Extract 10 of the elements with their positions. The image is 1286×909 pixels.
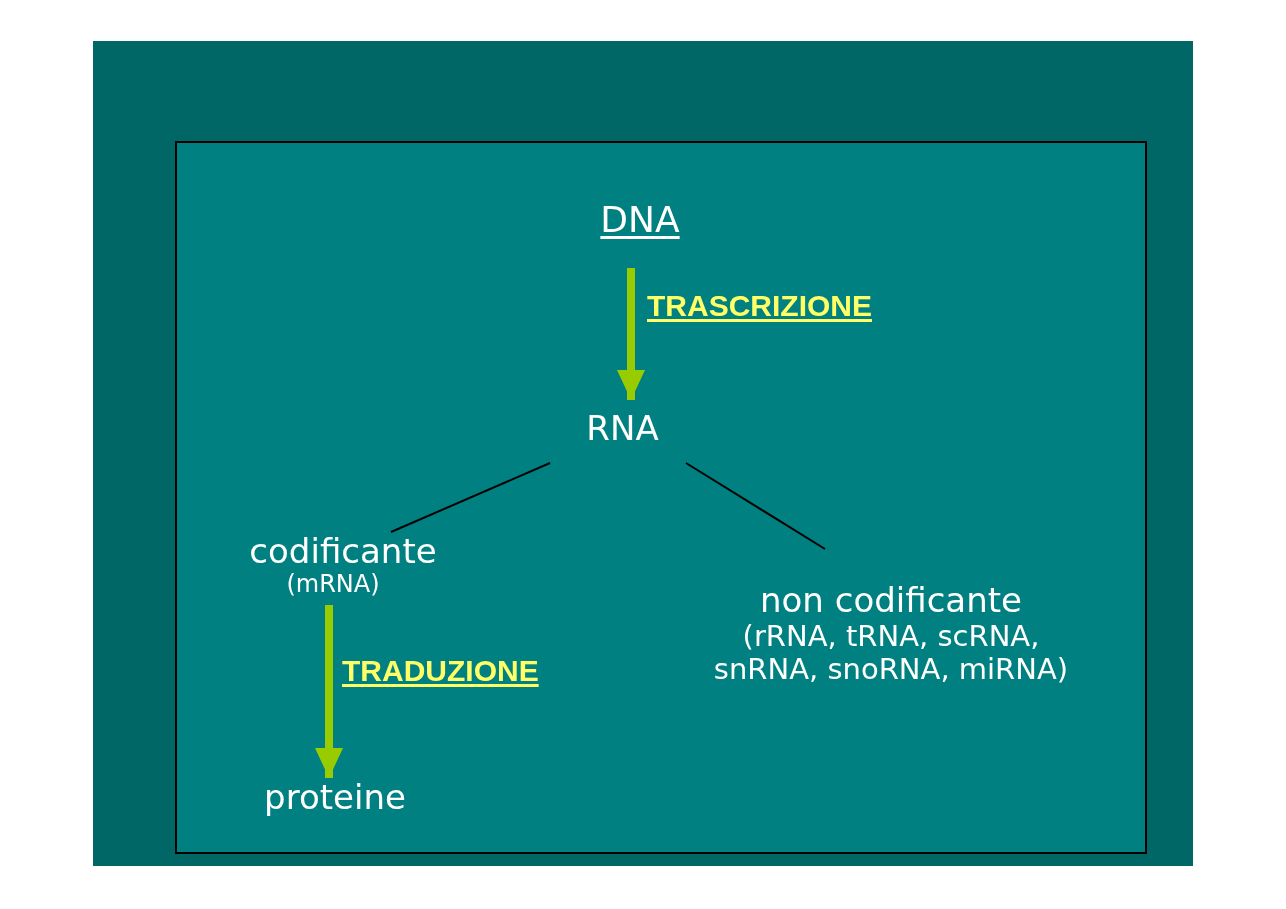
node-label: non codificante	[760, 581, 1022, 621]
node-sublabel: (mRNA)	[286, 571, 380, 599]
content-frame	[175, 141, 1147, 854]
node-label: RNA	[586, 409, 659, 449]
node-label: proteine	[264, 778, 406, 818]
node-sublabel: (rRNA, tRNA, scRNA, snRNA, snoRNA, miRNA)	[712, 620, 1070, 687]
node-label: DNA	[600, 199, 680, 241]
connector-line	[685, 462, 826, 550]
node-label: codificante	[249, 532, 437, 572]
connector-line	[390, 462, 551, 533]
